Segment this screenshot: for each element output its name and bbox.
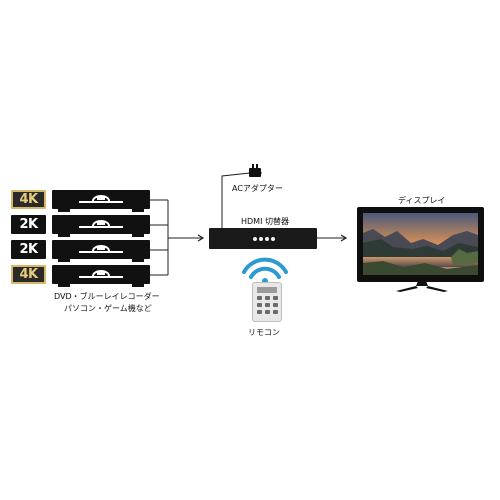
display-stand xyxy=(396,281,448,292)
wireless-signal-icon xyxy=(242,257,288,284)
source-caption-line1: DVD・ブルーレイレコーダー xyxy=(54,292,160,301)
resolution-badge-2k: 2K xyxy=(11,215,46,234)
source-device-unit xyxy=(52,240,150,262)
resolution-badge-2k: 2K xyxy=(11,240,46,259)
resolution-badge-4k: 4K xyxy=(11,265,46,284)
source-device-unit xyxy=(52,190,150,212)
indicator-led xyxy=(253,237,257,241)
resolution-badge-4k: 4K xyxy=(11,190,46,209)
switcher-label: HDMI 切替器 xyxy=(241,217,289,226)
display-screen xyxy=(363,213,478,275)
arrow-right-icon xyxy=(197,234,205,242)
disc-tray-icon xyxy=(79,220,123,228)
remote-label: リモコン xyxy=(248,328,280,337)
adapter-label: ACアダプター xyxy=(232,184,283,193)
landscape-image xyxy=(363,213,478,275)
indicator-led xyxy=(271,237,275,241)
indicator-led xyxy=(265,237,269,241)
source-device-unit xyxy=(52,265,150,287)
disc-tray-icon xyxy=(79,270,123,278)
source-device-unit xyxy=(52,215,150,237)
hdmi-switcher xyxy=(209,228,317,249)
disc-tray-icon xyxy=(79,195,123,203)
display-icon xyxy=(357,207,484,282)
remote-control-icon xyxy=(252,282,282,322)
source-caption-line2: パソコン・ゲーム機など xyxy=(64,304,152,313)
display-label: ディスプレイ xyxy=(398,196,446,205)
power-plug-icon xyxy=(249,164,261,177)
arrow-right-icon xyxy=(340,234,348,242)
disc-tray-icon xyxy=(79,245,123,253)
indicator-led xyxy=(259,237,263,241)
